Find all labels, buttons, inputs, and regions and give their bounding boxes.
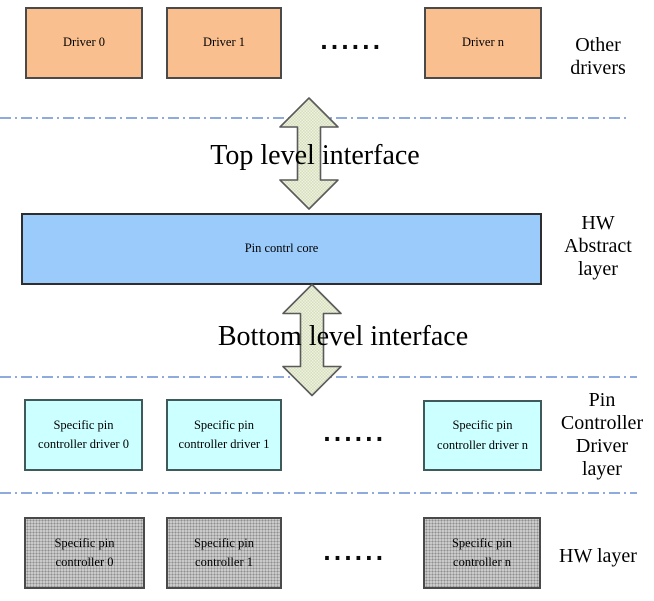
driver-1-box: Driver 1 xyxy=(166,7,282,79)
layer-label-hw-abstract: HW Abstract layer xyxy=(564,212,632,280)
ellipsis-dots: ...... xyxy=(323,422,386,446)
layer-label-other-drivers: Other drivers xyxy=(570,34,626,79)
driver-n-box: Driver n xyxy=(424,7,542,79)
driver-0-box: Driver 0 xyxy=(25,7,143,79)
bottom-interface-label: Bottom level interface xyxy=(217,321,469,352)
pin-controller-n-box: Specific pin controller n xyxy=(423,517,541,589)
ellipsis-dots: ...... xyxy=(320,30,383,54)
pin-controller-driver-n-box: Specific pin controller driver n xyxy=(423,400,542,471)
ellipsis-dots: ...... xyxy=(323,541,386,565)
layer-separator-bottom xyxy=(0,492,637,494)
double-headed-arrow-icon xyxy=(282,283,342,397)
layer-label-hw: HW layer xyxy=(559,545,637,567)
pin-control-core-box: Pin contrl core xyxy=(21,213,542,285)
pin-controller-driver-1-box: Specific pin controller driver 1 xyxy=(166,399,282,471)
pin-controller-driver-0-box: Specific pin controller driver 0 xyxy=(24,399,143,471)
pin-controller-0-box: Specific pin controller 0 xyxy=(24,517,145,589)
pin-controller-1-box: Specific pin controller 1 xyxy=(166,517,282,589)
top-interface-label: Top level interface xyxy=(210,140,420,171)
layer-label-pin-controller-driver: Pin Controller Driver layer xyxy=(560,389,644,480)
double-headed-arrow-icon xyxy=(279,97,339,210)
